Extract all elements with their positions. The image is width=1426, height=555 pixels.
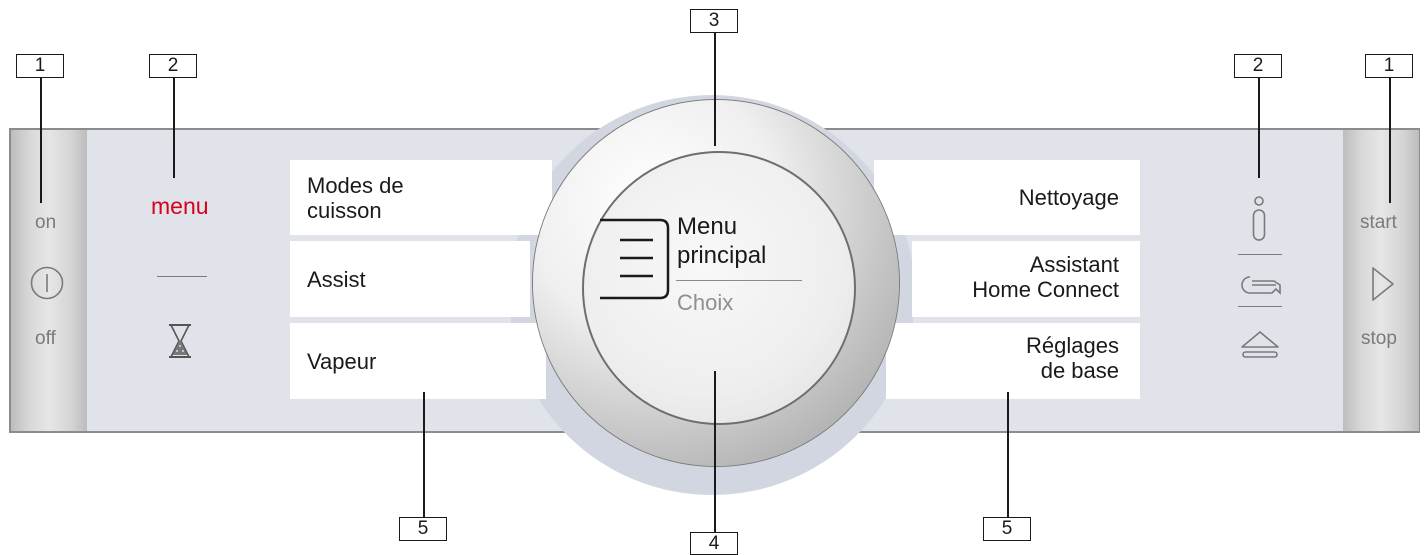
leader-5-left [423, 392, 425, 517]
display-sub: Choix [677, 290, 734, 315]
nettoyage-text: Nettoyage [1018, 185, 1119, 210]
leader-5-right [1007, 392, 1009, 517]
label-vapeur[interactable]: Vapeur [290, 323, 546, 399]
label-reglages-de-base[interactable]: Réglages de base [886, 323, 1140, 399]
display-line1: Menu [677, 213, 738, 240]
callout-5-right: 5 [983, 517, 1031, 541]
modes-line2: cuisson [307, 198, 382, 223]
stop-label: stop [1361, 328, 1397, 349]
leader-1-right [1389, 78, 1391, 203]
leader-4 [714, 371, 716, 534]
on-off-touch-strip[interactable] [11, 130, 87, 431]
leader-2-left [173, 78, 175, 178]
callout-4: 4 [690, 532, 738, 555]
menu-divider [157, 276, 207, 277]
list-icon [600, 218, 670, 300]
knob-display[interactable] [582, 151, 856, 425]
label-nettoyage[interactable]: Nettoyage [874, 160, 1140, 235]
key-icon[interactable] [1238, 275, 1282, 295]
hourglass-icon[interactable] [168, 324, 192, 358]
start-label: start [1360, 212, 1397, 233]
menu-button[interactable]: menu [151, 193, 209, 219]
label-assistant-home-connect[interactable]: Assistant Home Connect [912, 241, 1140, 317]
leader-1-left [40, 78, 42, 203]
assistant-line1: Assistant [1029, 252, 1119, 277]
start-stop-touch-strip[interactable] [1343, 130, 1419, 431]
callout-2-right: 2 [1234, 54, 1282, 78]
info-icon[interactable] [1248, 196, 1270, 242]
display-divider [676, 280, 802, 281]
callout-1-left: 1 [16, 54, 64, 78]
display-line2: principal [677, 242, 767, 269]
callout-3: 3 [690, 9, 738, 33]
callout-5-left: 5 [399, 517, 447, 541]
off-label: off [35, 328, 56, 349]
key-divider [1238, 306, 1282, 307]
callout-2-left: 2 [149, 54, 197, 78]
power-icon [30, 266, 64, 300]
callout-1-right: 1 [1365, 54, 1413, 78]
on-label: on [35, 212, 57, 233]
assistant-line2: Home Connect [972, 277, 1119, 302]
reglages-line2: de base [1040, 358, 1119, 383]
eject-icon[interactable] [1239, 330, 1281, 358]
assist-text: Assist [307, 266, 366, 292]
vapeur-text: Vapeur [307, 348, 377, 374]
leader-2-right [1258, 78, 1260, 178]
leader-3 [714, 33, 716, 146]
modes-line1: Modes de [307, 173, 404, 198]
info-divider [1238, 254, 1282, 255]
reglages-line1: Réglages [1026, 333, 1119, 358]
label-assist[interactable]: Assist [290, 241, 530, 317]
label-modes-de-cuisson[interactable]: Modes de cuisson [290, 160, 552, 235]
play-icon [1372, 267, 1394, 301]
